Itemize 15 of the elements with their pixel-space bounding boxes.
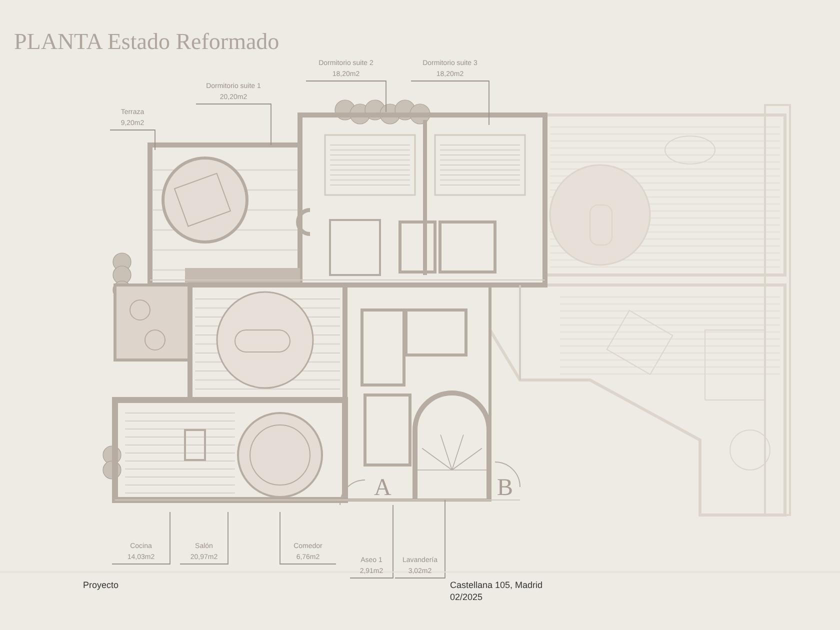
leader-line [350,504,394,578]
section-marker: B [497,476,514,500]
section-marker: A [374,476,392,500]
leader-line [180,512,228,564]
footer-text: Proyecto [83,581,119,590]
leader-line [394,500,446,578]
leader-line [110,130,156,150]
leader-line [410,80,490,126]
plan-title: PLANTA Estado Reformado [14,30,280,53]
leader-line [112,512,170,564]
leader-line [280,512,336,564]
leader-line [196,104,272,146]
leader-line [306,80,386,112]
footer-text: 02/2025 [450,593,483,602]
footer-text: Castellana 105, Madrid [450,581,543,590]
